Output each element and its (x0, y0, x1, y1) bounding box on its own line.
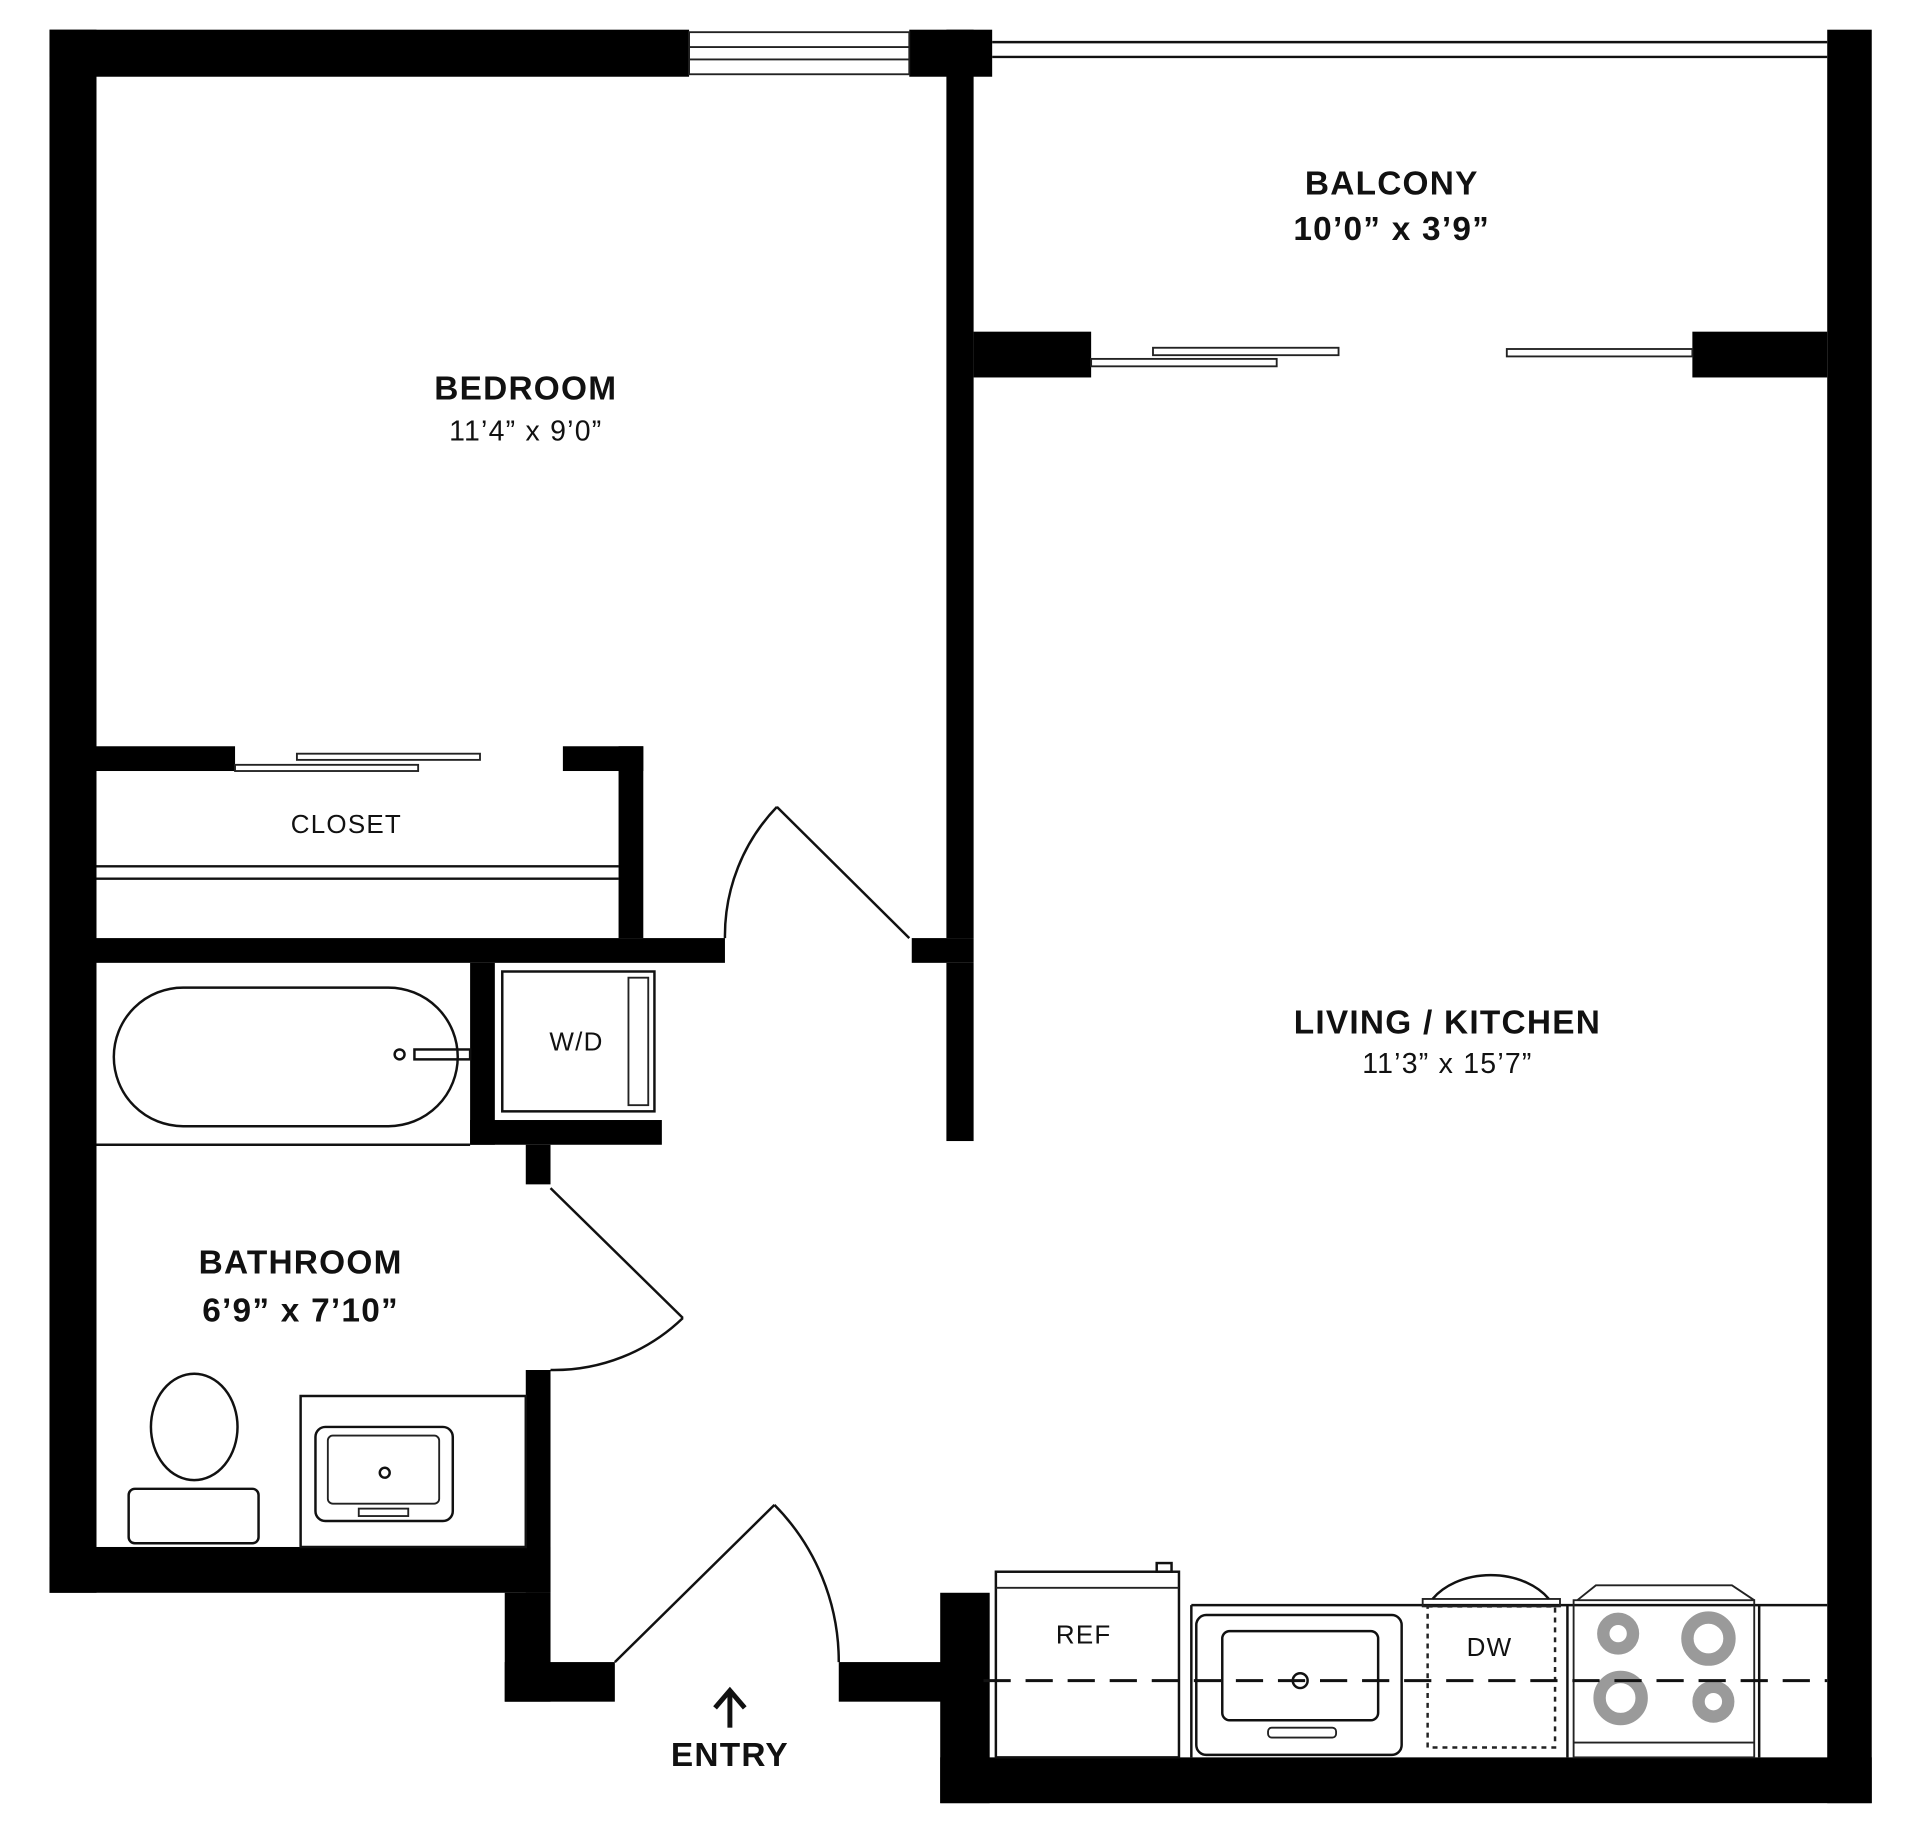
toilet (127, 1372, 260, 1545)
closet-label: CLOSET (291, 809, 402, 839)
living-kitchen-label: LIVING / KITCHEN (1294, 1004, 1601, 1041)
bathroom-door (549, 1187, 684, 1319)
closet-shelf (96, 865, 619, 880)
dishwasher (1426, 1605, 1557, 1749)
bedroom-size: 11’4” x 9’0” (449, 416, 602, 448)
bathroom-size: 6’9” x 7’10” (202, 1293, 399, 1330)
bathroom-label: BATHROOM (199, 1244, 403, 1281)
balcony-size: 10’0” x 3’9” (1293, 211, 1490, 248)
walls (49, 29, 1872, 1804)
swing-doors[interactable] (549, 806, 911, 1663)
refrigerator (994, 1570, 1181, 1759)
kitchen-sink (1195, 1613, 1403, 1757)
sliding-doors[interactable] (234, 346, 1694, 772)
living-kitchen-size: 11’3” x 15’7” (1362, 1048, 1532, 1080)
arrow-up-icon (713, 1686, 747, 1728)
entry-label: ENTRY (671, 1737, 789, 1774)
dw-label: DW (1467, 1632, 1513, 1662)
kitchen (983, 1561, 1828, 1759)
windows (688, 31, 1828, 76)
bathtub (96, 986, 472, 1147)
bedroom-label: BEDROOM (434, 371, 617, 408)
balcony-label: BALCONY (1305, 165, 1479, 202)
burner-icon (1597, 1612, 1640, 1655)
burner-icon (1681, 1611, 1736, 1666)
burners (1593, 1611, 1736, 1726)
burner-icon (1692, 1680, 1735, 1723)
vanity-sink (299, 1394, 528, 1549)
wd-label: W/D (549, 1027, 603, 1057)
ref-label: REF (1056, 1620, 1112, 1650)
washer-dryer (501, 970, 656, 1113)
bedroom-door (776, 806, 911, 939)
entry-door (613, 1504, 776, 1663)
range (1572, 1599, 1756, 1759)
burner-icon (1593, 1670, 1648, 1726)
